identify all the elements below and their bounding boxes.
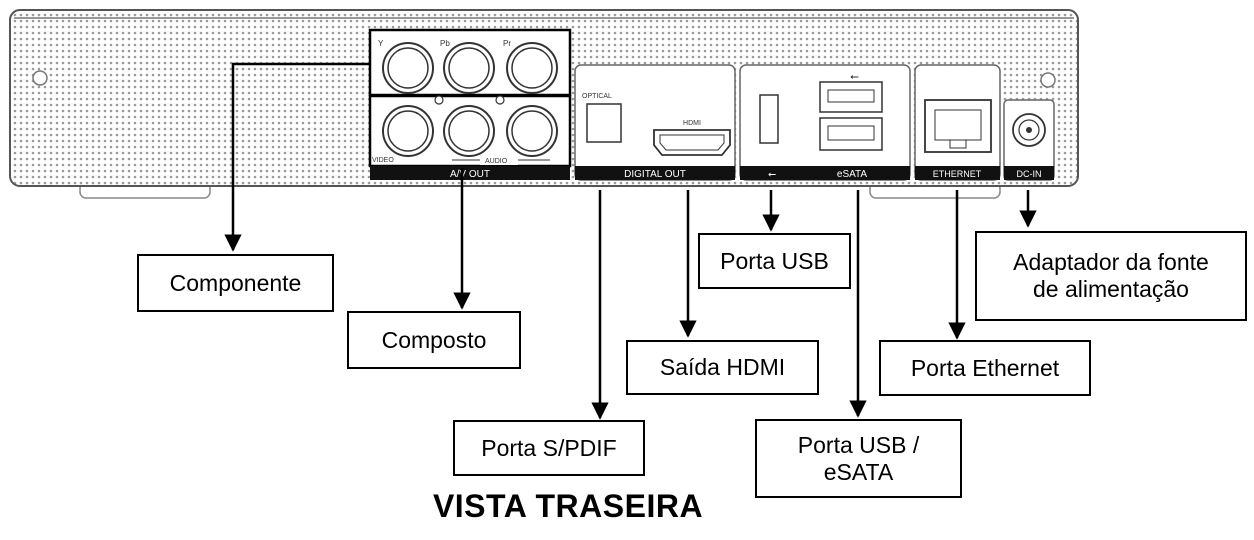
av-out-label-bar (370, 166, 570, 180)
label-audio: AUDIO (485, 158, 508, 165)
callout-ethernet: Porta Ethernet (879, 340, 1091, 396)
usb-symbol-label: ⭠ (768, 169, 776, 180)
av-out-block: Y Pb Pr VIDEO AU (368, 28, 572, 180)
label-ethernet: ETHERNET (933, 169, 982, 179)
usb-symbol-top: ⭠ (850, 71, 859, 83)
diagram-title: VISTA TRASEIRA (432, 488, 704, 524)
digital-out-block: OPTICAL HDMI DIGITAL OUT (574, 64, 736, 181)
rca-audio-left-jack[interactable] (443, 105, 495, 157)
ethernet-label-bar (915, 166, 1000, 180)
callout-power: Adaptador da fonte de alimentação (975, 231, 1247, 321)
rca-audio-right-jack[interactable] (506, 105, 558, 157)
callout-componente: Componente (137, 254, 334, 312)
label-pr: Pr (503, 39, 511, 48)
dc-in-label-bar (1004, 166, 1054, 180)
ethernet-block: ETHERNET (914, 64, 1001, 181)
label-optical: OPTICAL (582, 93, 612, 100)
audio-label-bg (480, 155, 518, 165)
dc-in-port[interactable] (1012, 113, 1046, 147)
esata-port[interactable] (819, 117, 883, 151)
optical-port[interactable] (586, 103, 622, 143)
small-hole-right (495, 95, 505, 105)
ethernet-port[interactable] (924, 99, 992, 153)
screw-hole-right (1040, 72, 1056, 88)
callout-hdmi: Saída HDMI (626, 340, 819, 395)
callout-composto: Composto (347, 311, 521, 369)
callout-spdif: Porta S/PDIF (453, 420, 645, 476)
usb-esata-block: ⭠ ⭠ eSATA (739, 64, 911, 181)
rca-video-jack[interactable] (382, 105, 434, 157)
leader-componente (224, 62, 370, 252)
small-hole-left (434, 95, 444, 105)
label-y: Y (378, 39, 384, 48)
leader-lines (224, 62, 1037, 420)
label-video: VIDEO (372, 157, 394, 164)
rca-pr-jack[interactable] (506, 42, 558, 94)
screw-hole-left (32, 70, 48, 86)
label-dc-in: DC-IN (1017, 169, 1042, 179)
label-pb: Pb (440, 39, 450, 48)
hdmi-port[interactable] (653, 129, 731, 156)
usb-esata-label-bar (740, 166, 910, 180)
usb-port-horizontal[interactable] (819, 81, 883, 113)
label-esata: eSATA (837, 169, 868, 180)
rca-y-jack[interactable] (382, 42, 434, 94)
usb-port-vertical[interactable] (759, 94, 779, 144)
callout-usb: Porta USB (698, 233, 851, 289)
label-av-out: A/V OUT (450, 169, 490, 180)
dc-in-block: DC-IN (1003, 99, 1055, 181)
rca-pb-jack[interactable] (443, 42, 495, 94)
digital-out-label-bar (575, 166, 735, 180)
label-hdmi: HDMI (683, 120, 701, 127)
callout-usb-esata: Porta USB / eSATA (755, 419, 962, 498)
label-digital-out: DIGITAL OUT (624, 169, 686, 180)
